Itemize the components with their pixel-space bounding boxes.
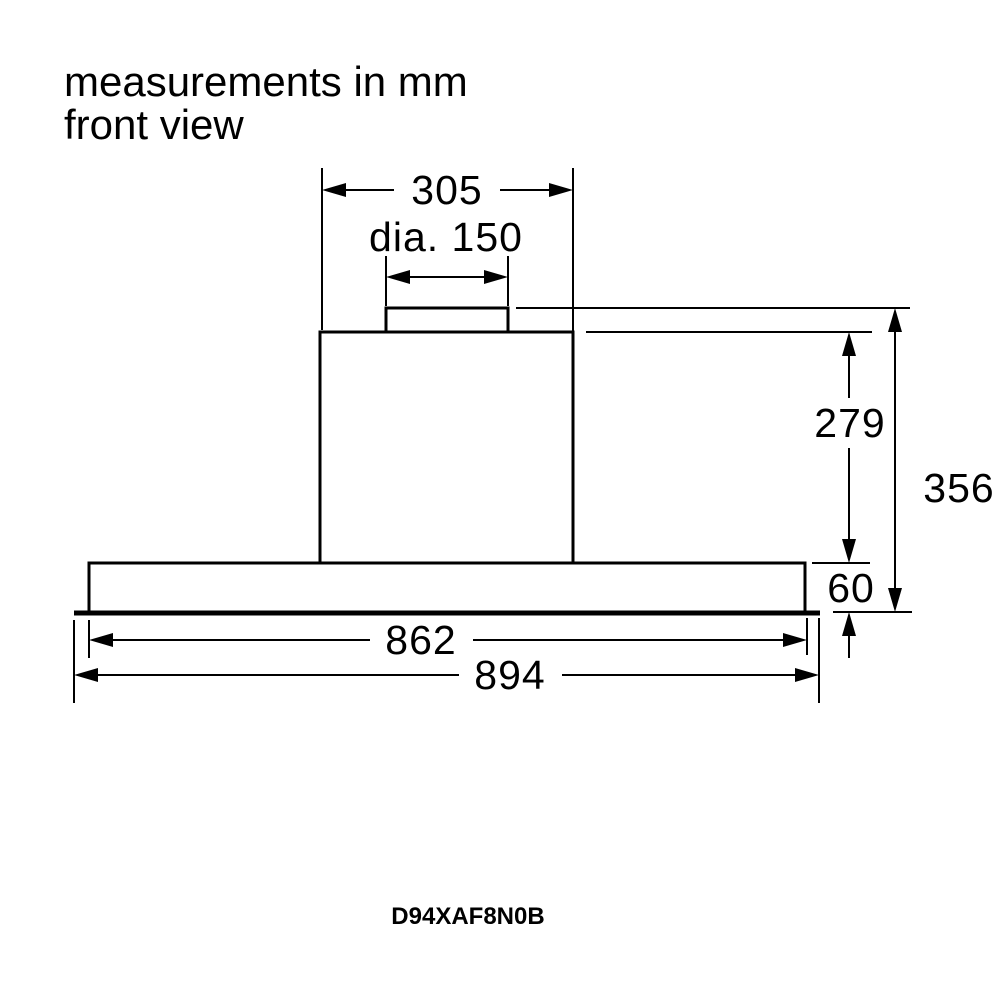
dimension-label-chimney-height: 279 xyxy=(814,400,885,446)
arrowhead-right xyxy=(549,183,573,197)
dimension-label-body-width: 862 xyxy=(385,617,456,663)
dimension-duct-diameter: dia. 150 xyxy=(369,214,523,306)
arrowhead-up xyxy=(888,308,902,332)
canopy-outline xyxy=(87,561,807,611)
chimney-outline xyxy=(318,330,575,565)
dimension-label-duct-diameter: dia. 150 xyxy=(369,214,523,260)
arrowhead-left xyxy=(322,183,346,197)
hood-outline xyxy=(74,306,820,616)
arrowhead-left xyxy=(74,668,98,682)
dimension-label-canopy-height: 60 xyxy=(827,565,875,611)
title-units-line: measurements in mm xyxy=(64,58,468,105)
right-extension-lines xyxy=(516,307,912,613)
bottom-extension-lines xyxy=(73,618,820,703)
dimension-canopy-height: 60 xyxy=(827,565,875,658)
arrowhead-up xyxy=(842,332,856,356)
arrowhead-left xyxy=(386,270,410,284)
duct-collar-outline xyxy=(384,306,510,334)
arrowhead-down xyxy=(888,588,902,612)
dimension-total-height: 356 xyxy=(888,308,994,612)
arrowhead-down xyxy=(842,539,856,563)
title-view-line: front view xyxy=(64,101,244,148)
dimension-label-overall-width: 894 xyxy=(474,652,545,698)
model-number: D94XAF8N0B xyxy=(391,903,544,930)
dimension-chimney-width: 305 xyxy=(321,167,574,332)
arrowhead-right xyxy=(783,633,807,647)
dimension-overall-width: 894 xyxy=(74,652,819,698)
arrowhead-right xyxy=(484,270,508,284)
arrowhead-up xyxy=(842,612,856,636)
dimension-label-total-height: 356 xyxy=(923,465,994,511)
arrowhead-right xyxy=(795,668,819,682)
arrowhead-left xyxy=(89,633,113,647)
dimension-label-chimney-width: 305 xyxy=(411,167,482,213)
dimension-chimney-height: 279 xyxy=(814,332,885,563)
dimension-body-width: 862 xyxy=(89,617,807,663)
